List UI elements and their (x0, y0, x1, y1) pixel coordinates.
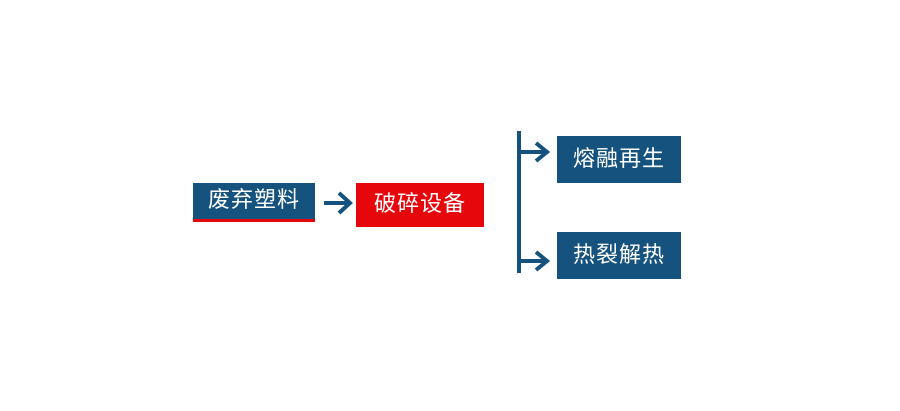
node-pyrolysis[interactable]: 热裂解热 (557, 232, 681, 279)
branch-connector-svg (517, 131, 551, 273)
arrow-right-svg (324, 191, 353, 215)
node-crusher-label: 破碎设备 (373, 192, 466, 217)
branch-connector-icon (505, 124, 565, 284)
node-melt-regeneration-label: 熔融再生 (572, 146, 665, 172)
node-waste-plastic[interactable]: 废弃塑料 (193, 183, 315, 222)
node-melt-regeneration[interactable]: 熔融再生 (557, 136, 681, 183)
node-waste-plastic-label: 废弃塑料 (207, 188, 300, 213)
node-pyrolysis-label: 热裂解热 (572, 242, 665, 268)
node-crusher[interactable]: 破碎设备 (356, 183, 484, 227)
arrow-right-icon (322, 186, 358, 220)
